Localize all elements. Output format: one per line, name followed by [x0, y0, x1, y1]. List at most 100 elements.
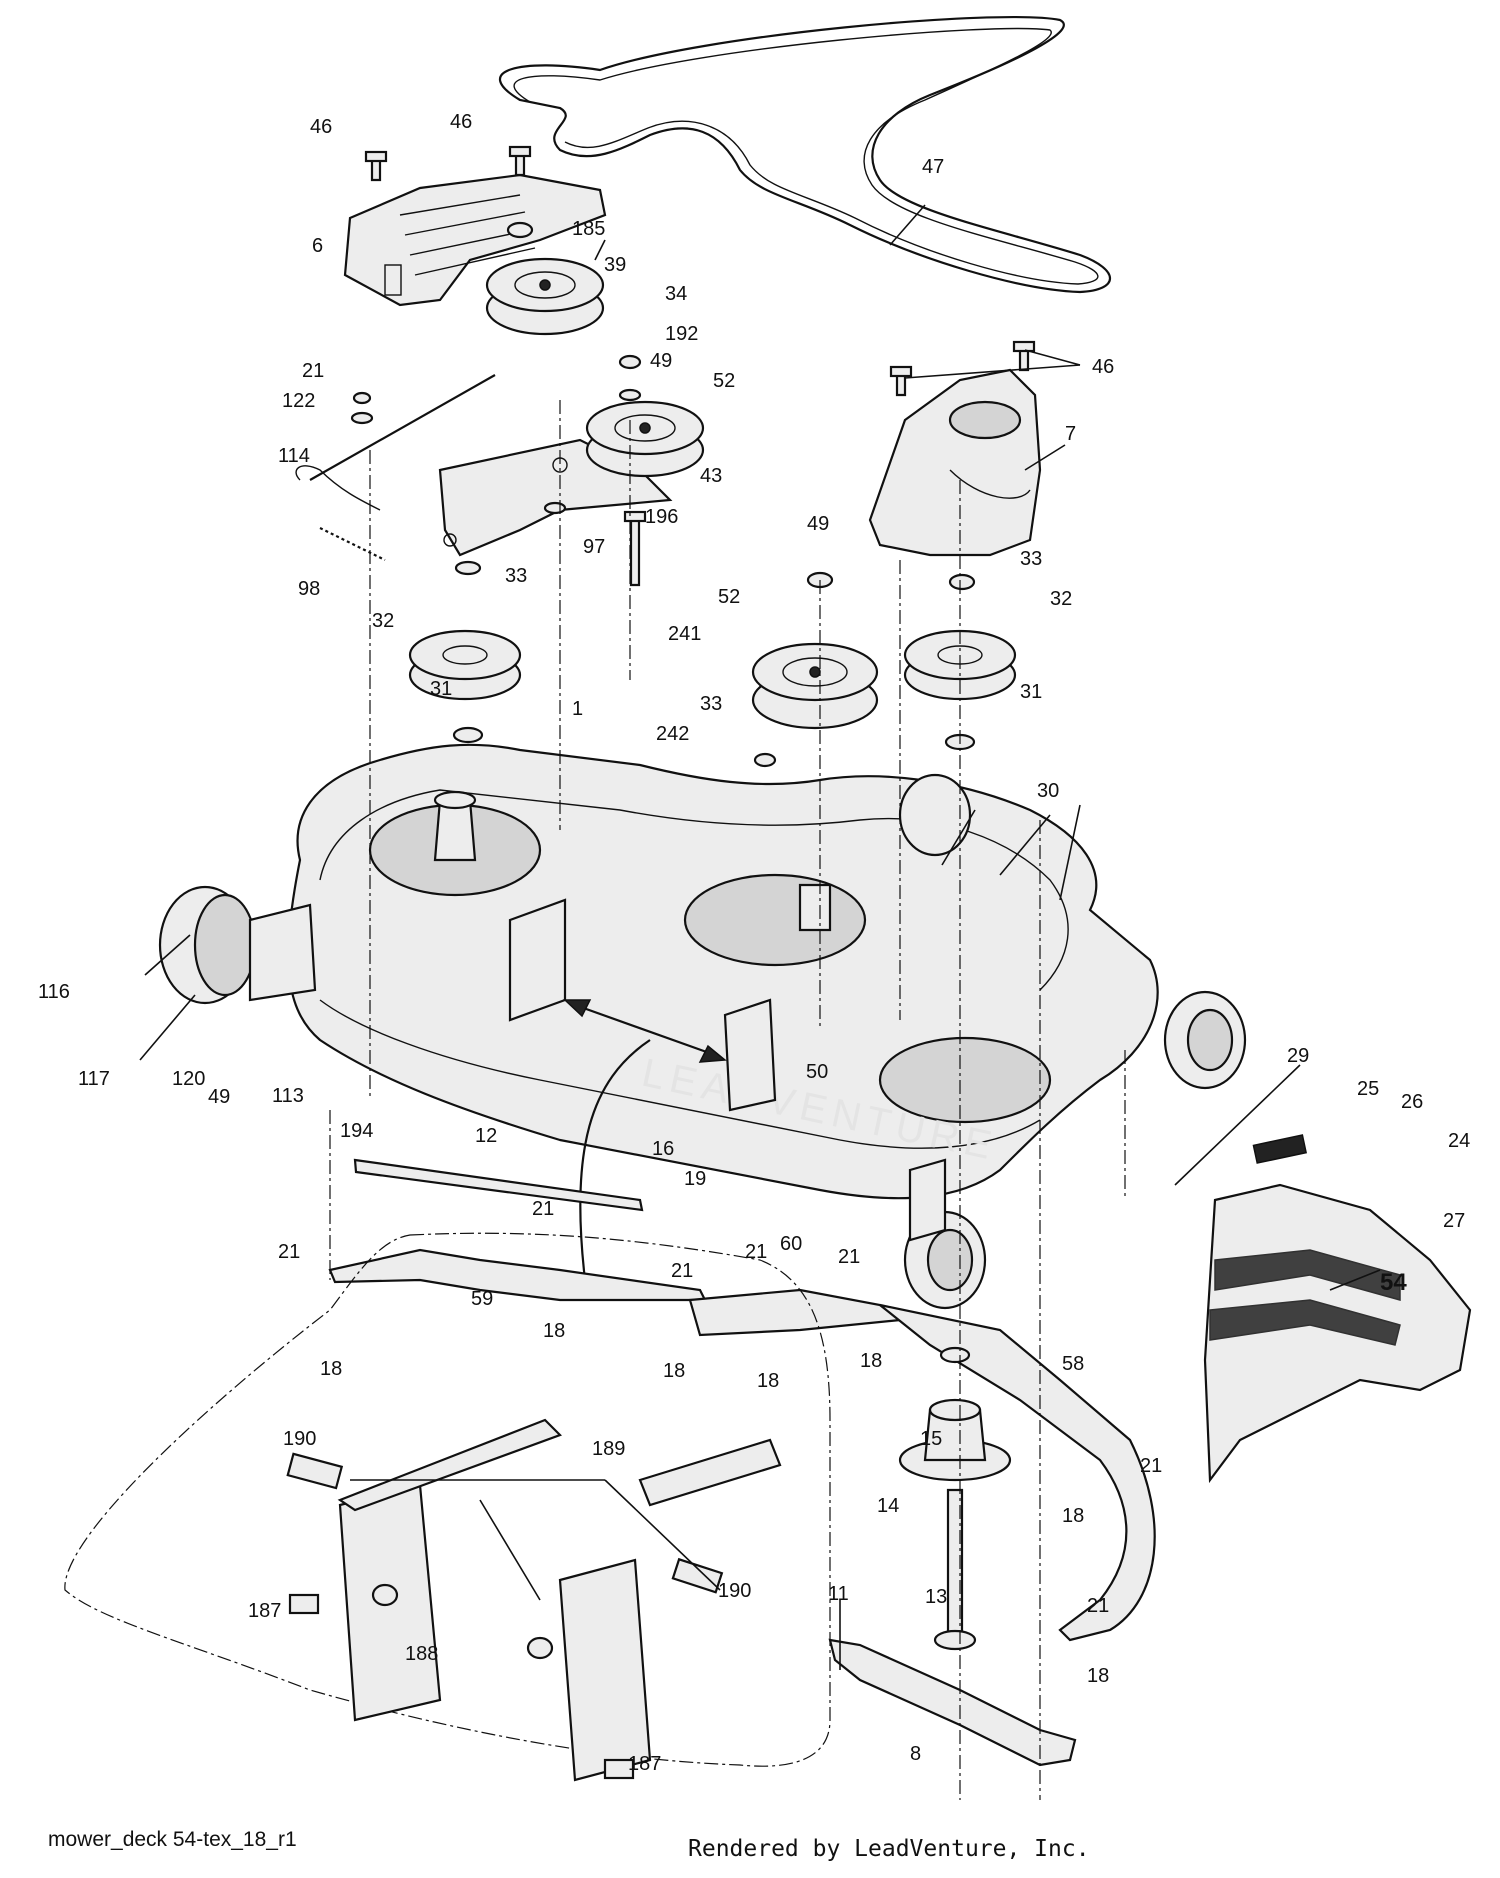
callout: 21 — [671, 1260, 693, 1282]
callout: 29 — [1287, 1045, 1309, 1067]
callout: 194 — [340, 1120, 373, 1142]
callout: 8 — [910, 1743, 921, 1765]
callout: 31 — [1020, 681, 1042, 703]
deck-badge: 54 — [1380, 1269, 1407, 1296]
mower-blade — [828, 1638, 1077, 1767]
centerlines — [329, 400, 1126, 1800]
figure-label: mower_deck 54-tex_18_r1 — [48, 1828, 297, 1851]
callout: 25 — [1357, 1078, 1379, 1100]
callout: 16 — [652, 1138, 674, 1160]
callout: 18 — [1062, 1505, 1084, 1527]
callout: 241 — [668, 623, 701, 645]
inset-panel — [64, 1232, 831, 1782]
callout: 34 — [665, 283, 687, 305]
callout: 47 — [922, 156, 944, 178]
callout: 11 — [828, 1583, 849, 1605]
pulley-52-lower — [751, 642, 879, 730]
callout: 33 — [505, 565, 527, 587]
callout: 18 — [757, 1370, 779, 1392]
callout: 97 — [583, 536, 605, 558]
callout: 21 — [838, 1246, 860, 1268]
callout: 192 — [665, 323, 698, 345]
callout: 30 — [1037, 780, 1059, 802]
callout: 114 — [278, 445, 310, 467]
callout: 58 — [1062, 1353, 1084, 1375]
callout: 46 — [450, 111, 472, 133]
callout: 21 — [1140, 1455, 1162, 1477]
callout: 27 — [1443, 1210, 1465, 1232]
drive-belt — [498, 16, 1111, 294]
callout: 7 — [1065, 423, 1076, 445]
callout: 49 — [208, 1086, 230, 1108]
callout: 187 — [628, 1753, 661, 1775]
callout-numbers: 46 46 47 185 6 39 34 192 49 52 46 7 21 1… — [38, 111, 1470, 1775]
bolts — [364, 145, 1036, 587]
callout: 49 — [807, 513, 829, 535]
callout: 46 — [1092, 356, 1114, 378]
callout: 21 — [1087, 1595, 1109, 1617]
callout: 122 — [282, 390, 315, 412]
callout: 190 — [283, 1428, 316, 1450]
callout: 242 — [656, 723, 689, 745]
callout: 24 — [1448, 1130, 1470, 1152]
callout: 6 — [312, 235, 323, 257]
callout: 26 — [1401, 1091, 1423, 1113]
callout: 32 — [372, 610, 394, 632]
callout: 52 — [718, 586, 740, 608]
callout: 33 — [1020, 548, 1042, 570]
belt-cover-left — [343, 173, 607, 307]
spindle-assembly — [898, 1346, 1012, 1651]
callout: 33 — [700, 693, 722, 715]
callout: 39 — [604, 254, 626, 276]
callout: 190 — [718, 1580, 751, 1602]
callout: 120 — [172, 1068, 205, 1090]
callout: 189 — [592, 1438, 625, 1460]
lift-links — [328, 1158, 1156, 1642]
callout: 50 — [806, 1061, 828, 1083]
callout: 49 — [650, 350, 672, 372]
callout-leaders — [139, 204, 1381, 1670]
adjustment-arrow — [563, 999, 727, 1281]
callout: 31 — [430, 678, 452, 700]
callout: 21 — [745, 1241, 767, 1263]
callout: 46 — [310, 116, 332, 138]
callout: 15 — [920, 1428, 942, 1450]
callout: 188 — [405, 1643, 438, 1665]
callout: 187 — [248, 1600, 281, 1622]
callout: 18 — [663, 1360, 685, 1382]
discharge-chute: 54 — [1203, 1134, 1472, 1484]
belt-cover-right — [868, 368, 1042, 557]
callout: 196 — [645, 506, 678, 528]
callout: 18 — [860, 1350, 882, 1372]
callout: 21 — [278, 1241, 300, 1263]
callout: 113 — [272, 1085, 304, 1107]
callout: 21 — [302, 360, 324, 382]
pulley-52-upper — [585, 400, 705, 478]
callout: 60 — [780, 1233, 802, 1255]
deck-brackets — [248, 898, 947, 1242]
pulley-32-left — [408, 629, 522, 701]
callout: 52 — [713, 370, 735, 392]
callout: 13 — [925, 1586, 947, 1608]
pulley-39 — [485, 257, 605, 336]
callout: 32 — [1050, 588, 1072, 610]
callout: 18 — [320, 1358, 342, 1380]
callout: 18 — [543, 1320, 565, 1342]
callout: 59 — [471, 1288, 493, 1310]
deck-housing: LEADVENTURE — [287, 743, 1159, 1200]
callout: 185 — [572, 218, 605, 240]
small-hardware — [350, 221, 976, 768]
credit-line: Rendered by LeadVenture, Inc. — [688, 1836, 1090, 1862]
callout: 43 — [700, 465, 722, 487]
callout: 21 — [532, 1198, 554, 1220]
callout: 19 — [684, 1168, 706, 1190]
callout: 18 — [1087, 1665, 1109, 1687]
callout: 117 — [78, 1068, 110, 1090]
callout: 1 — [572, 698, 583, 720]
callout: 98 — [298, 578, 320, 600]
callout: 14 — [877, 1495, 899, 1517]
callout: 116 — [38, 981, 70, 1003]
deck-wheels — [158, 773, 1247, 1310]
tension-spring-and-rod — [295, 374, 496, 561]
